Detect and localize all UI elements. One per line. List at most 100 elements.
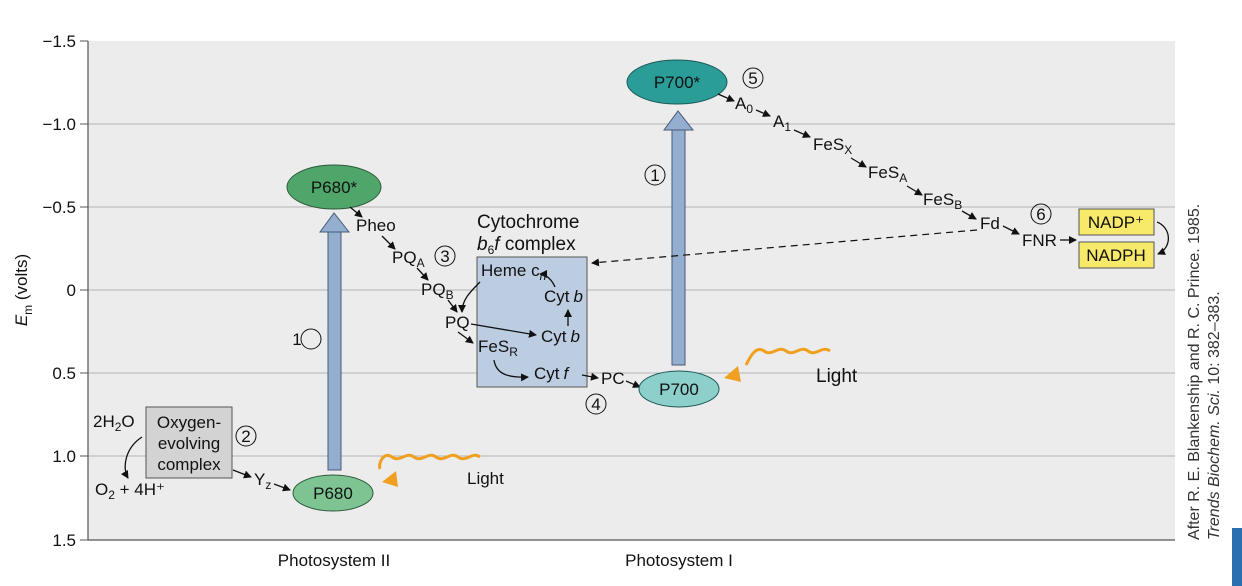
step-5-number: 5 [748, 69, 757, 88]
nadp-box [1078, 208, 1155, 236]
cyt-b-upper-main: Cyt [544, 287, 570, 306]
p680-star-label: P680* [311, 178, 358, 197]
a1-label: A1 [773, 112, 791, 134]
nadph-label: NADPH [1086, 246, 1146, 265]
oxygen-evolving-complex: Oxygen- evolving complex [145, 406, 233, 479]
tick-label: −0.5 [42, 198, 76, 217]
p680-star-ellipse [286, 164, 382, 210]
light-wave-ps2 [378, 453, 481, 487]
cytf-to-pc-arrow [581, 372, 599, 381]
a1-to-fesx-arrow [793, 129, 811, 138]
oec-to-yz-arrow [232, 469, 252, 479]
p700-star-label: P700* [654, 73, 701, 92]
p680-ellipse [292, 474, 374, 512]
fesa-main: FeS [868, 163, 899, 182]
pqa-sub: A [417, 256, 425, 270]
tick-label: 1.0 [52, 447, 76, 466]
ps2-arrow-head [319, 212, 351, 233]
fesb-sub: B [954, 198, 962, 212]
fesr-main: FeS [478, 337, 509, 356]
step-1-ps2-circle [300, 328, 322, 350]
oxygen-protons-label: O2 + 4H⁺ [95, 480, 165, 502]
pc-to-p700-arrow [625, 380, 641, 388]
a1-main: A [773, 112, 785, 131]
o2-part1: O [95, 480, 108, 499]
ps1-excitation-arrow [663, 110, 695, 366]
light-wave-ps1-path [744, 347, 831, 366]
pc-label: PC [601, 369, 625, 388]
cyt-title-sub6: 6 [488, 243, 495, 257]
p700-label: P700 [659, 380, 699, 399]
fesr-to-cytf-arrow [493, 359, 529, 382]
heme-to-pq-arrow [458, 281, 481, 313]
pqb-sub: B [446, 288, 454, 302]
fesa-sub: A [899, 171, 907, 185]
step-6-number: 6 [1036, 205, 1045, 224]
tick-label: 1.5 [52, 531, 76, 550]
nadp-reduction-arrow [1156, 221, 1170, 255]
fesx-to-fesa-arrow [850, 157, 867, 168]
a0-sub: 0 [746, 102, 753, 116]
water-part1: 2H [93, 412, 115, 431]
y-axis-title-sub: m [21, 305, 35, 315]
cytochrome-title-line-1: Cytochrome [477, 212, 579, 233]
light-wave-ps1-head [724, 366, 741, 382]
pqa-main: PQ [392, 248, 417, 267]
oec-line-1: Oxygen- [157, 413, 221, 432]
fesr-label: FeSR [478, 337, 518, 359]
tick-label: 0.5 [52, 364, 76, 383]
step-1-ps1-circle [644, 164, 666, 186]
step-2-circle [235, 425, 257, 447]
yz-sub: z [265, 478, 271, 492]
step-6-circle [1030, 203, 1052, 225]
p680star-to-pheo-arrow [349, 206, 363, 218]
credit-citation: 10: 382–383. [1206, 291, 1223, 389]
cytochrome-title-line-2: b6f complex [477, 234, 576, 257]
fnr-label: FNR [1022, 231, 1057, 250]
pq-label: PQ [445, 313, 470, 332]
step-5-circle [742, 67, 764, 89]
pheo-label: Pheo [356, 216, 396, 235]
yz-to-p680-arrow [273, 483, 291, 492]
yz-label: Yz [254, 470, 271, 492]
a0-label: A0 [735, 94, 753, 116]
cyt-f-main: Cyt [534, 364, 560, 383]
pqa-to-pqb-arrow [416, 267, 429, 281]
fesb-main: FeS [923, 190, 954, 209]
p700-star-ellipse [626, 59, 728, 105]
y-axis-title-unit: (volts) [12, 254, 31, 305]
pqb-to-pq-arrow [447, 299, 458, 313]
p680-node: P680 [292, 474, 374, 512]
fd-label: Fd [980, 214, 1000, 233]
heme-cn-label: Heme cn [481, 261, 547, 283]
tick-label: 0 [67, 281, 76, 300]
o2-sub: 2 [108, 488, 115, 502]
ps2-excitation-arrow [319, 212, 351, 471]
pq-to-fesr-arrow [457, 331, 474, 344]
fesr-sub: R [509, 345, 518, 359]
credit-journal: Trends Biochem. Sci. [1206, 389, 1223, 540]
cyt-f-it: f [564, 364, 571, 383]
fesb-label: FeSB [923, 190, 962, 212]
ps1-arrow-shaft [671, 127, 686, 366]
water-sub: 2 [115, 420, 122, 434]
oec-box [145, 406, 233, 479]
cyt-title-complex: complex [500, 234, 577, 255]
a0-to-a1-arrow [755, 109, 771, 117]
nadp-boxes: NADP⁺ NADPH [1078, 208, 1170, 269]
step-4-number: 4 [591, 395, 600, 414]
credit-line-1: After R. E. Blankenship and R. C. Prince… [1186, 204, 1203, 540]
light-label-ps1: Light [816, 366, 858, 387]
water-label: 2H2O [93, 412, 135, 434]
p680-star-node: P680* [286, 164, 382, 210]
p700star-to-a0-arrow [717, 93, 735, 102]
pqb-label: PQB [421, 280, 454, 302]
corner-tab [1232, 528, 1242, 586]
photosystem-ii-label: Photosystem II [278, 551, 390, 570]
ps2-arrow-shaft [327, 229, 342, 471]
light-wave-ps1 [724, 347, 831, 382]
light-wave-ps2-head [382, 471, 398, 487]
